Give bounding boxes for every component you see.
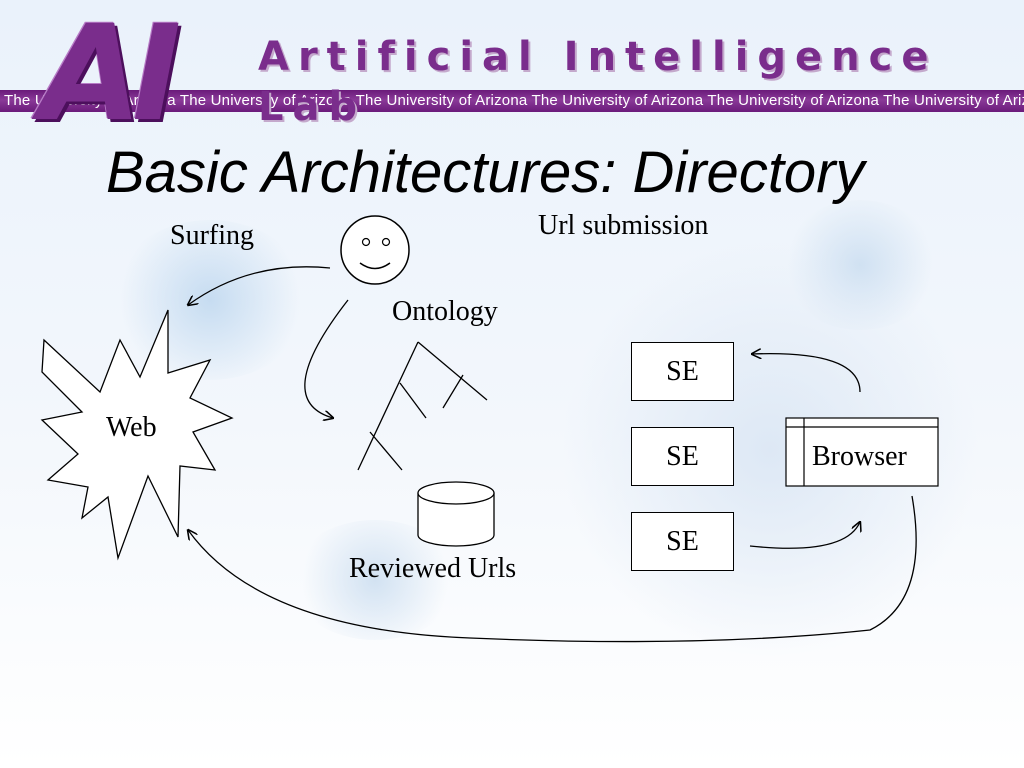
tree-icon	[357, 341, 488, 471]
slide-title: Basic Architectures: Directory	[106, 140, 865, 205]
web-label: Web	[106, 412, 157, 443]
url-submission-arrow	[752, 354, 861, 393]
browser-to-web-arrow	[188, 495, 917, 643]
ontology-label: Ontology	[392, 296, 498, 327]
search-engine-box-2: SE	[631, 427, 734, 486]
university-band: The University of Arizona The University…	[0, 90, 1024, 112]
se-to-browser-arrow	[749, 522, 860, 549]
ontology-arrow	[304, 299, 349, 418]
search-engine-box-1: SE	[631, 342, 734, 401]
surfing-label: Surfing	[170, 220, 254, 251]
smiley-face-icon	[340, 215, 410, 285]
reviewed-urls-label: Reviewed Urls	[349, 553, 517, 584]
url-submission-label: Url submission	[538, 210, 709, 241]
lab-name: Artificial Intelligence Lab	[258, 34, 938, 130]
browser-label: Browser	[812, 441, 907, 472]
ai-lab-logo: AI	[40, 0, 181, 151]
surfing-arrow	[188, 266, 331, 305]
university-band-text: The University of Arizona The University…	[4, 92, 1024, 109]
browser-window-frame	[785, 417, 939, 487]
search-engine-box-3: SE	[631, 512, 734, 571]
database-cylinder-icon	[417, 481, 495, 547]
starburst-icon	[40, 309, 234, 561]
